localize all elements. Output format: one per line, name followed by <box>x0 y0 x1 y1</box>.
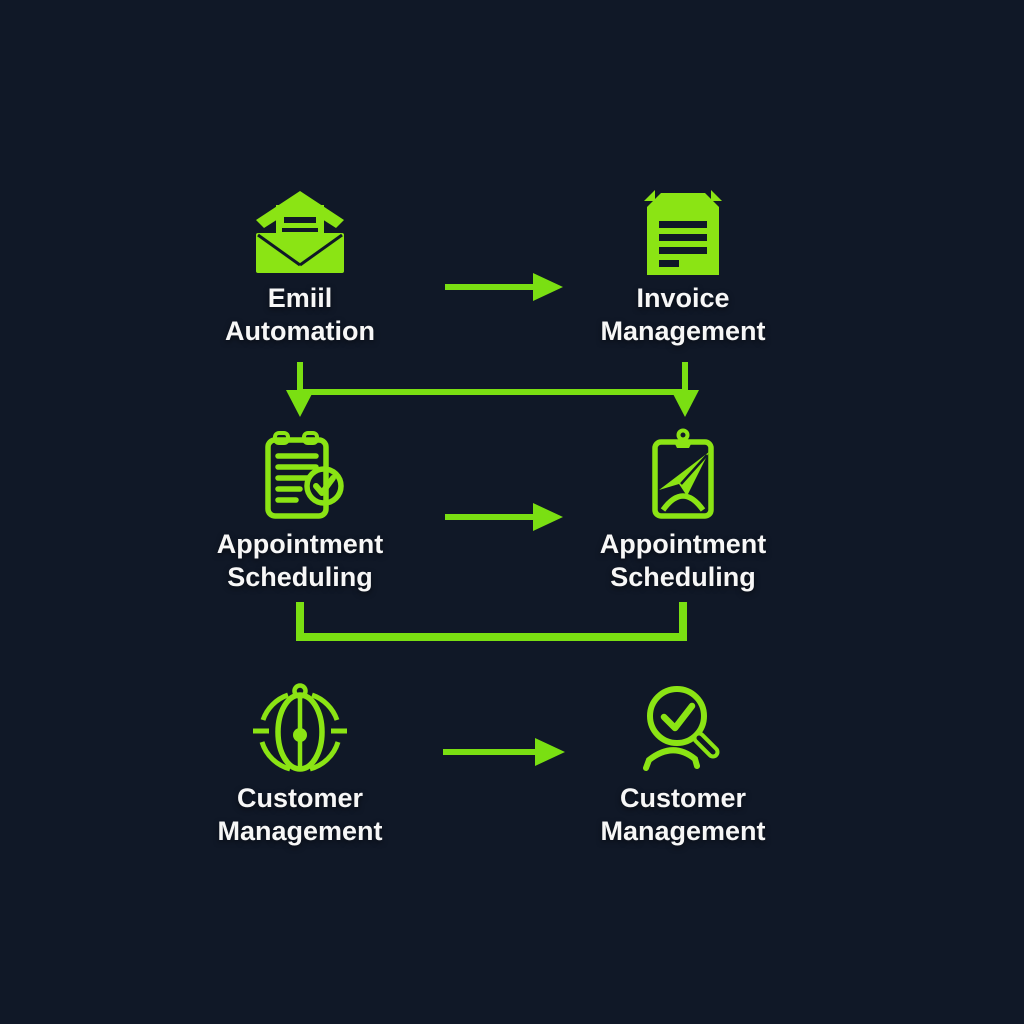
arrow-email-to-invoice <box>445 273 563 301</box>
node-label-line1: Invoice <box>636 283 730 313</box>
node-label-line2: Scheduling <box>610 562 756 592</box>
node-label-line2: Management <box>600 816 766 846</box>
envelope-icon <box>250 186 350 280</box>
arrow-email-down <box>286 362 314 417</box>
node-customer-management-right: Customer Management <box>553 680 813 846</box>
node-label-line2: Scheduling <box>227 562 373 592</box>
globe-contacts-icon <box>250 680 350 780</box>
arrow-invoice-down <box>671 362 699 417</box>
bracket-below-appointments <box>296 602 687 641</box>
node-customer-management-left: Customer Management <box>170 680 430 846</box>
clipboard-checklist-icon <box>250 426 350 526</box>
node-label-line2: Management <box>217 816 383 846</box>
node-label-line1: Appointment <box>216 529 384 559</box>
node-invoice-management: Invoice Management <box>553 186 813 346</box>
invoice-document-icon <box>633 186 733 280</box>
node-label-line1: Customer <box>619 783 747 813</box>
node-appointment-scheduling-right: Appointment Scheduling <box>553 426 813 592</box>
node-appointment-scheduling-left: Appointment Scheduling <box>170 426 430 592</box>
arrow-appointment-to-appointment <box>445 503 563 531</box>
node-label-line2: Automation <box>225 316 375 346</box>
node-label-line2: Management <box>600 316 766 346</box>
search-check-icon <box>633 680 733 780</box>
node-label-line1: Emiil <box>267 283 333 313</box>
arrow-customer-to-customer <box>443 738 565 766</box>
node-label-line1: Customer <box>236 783 364 813</box>
node-label-line1: Appointment <box>599 529 767 559</box>
clipboard-send-icon <box>633 426 733 526</box>
node-email-automation: Emiil Automation <box>170 186 430 346</box>
